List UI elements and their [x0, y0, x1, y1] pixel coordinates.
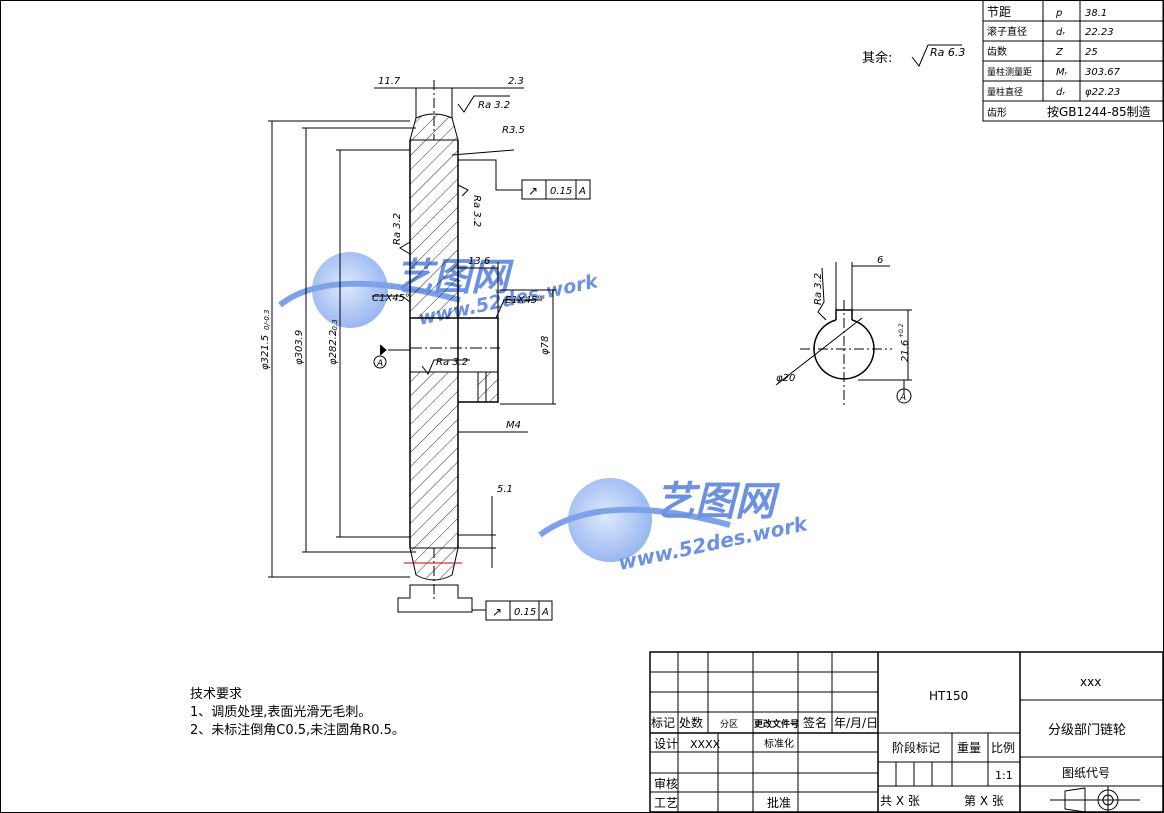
surface-note-ra: Ra 6.3 [930, 46, 965, 59]
param-value: 303.67 [1085, 67, 1121, 78]
params-table-text: 节距 p 38.1 滚子直径 dᵣ 22.23 齿数 Z 25 量柱测量距 Mᵣ… [987, 5, 1151, 119]
param-symbol: p [1055, 8, 1062, 19]
rev-header: 分区 [720, 719, 738, 730]
watermark-brand: 艺图网 [655, 479, 781, 525]
approve-label: 批准 [767, 795, 791, 810]
drawing-number-label: 图纸代号 [1062, 766, 1110, 780]
dim-hub-length: 13.6 [468, 256, 490, 267]
params-table [982, 0, 1164, 122]
tech-req-item: 2、未标注倒角C0.5,未注圆角R0.5。 [190, 723, 405, 738]
review-label: 审核 [654, 776, 678, 791]
param-name: 量柱测量距 [987, 66, 1032, 78]
rev-header: 处数 [679, 715, 703, 730]
sprocket-section-view [268, 80, 556, 613]
param-symbol: dᵣ [1056, 27, 1065, 38]
tolerance-symbol: ↗ [492, 605, 502, 619]
weight-label: 重量 [957, 741, 981, 755]
param-value: 22.23 [1085, 27, 1114, 38]
roughness-label: Ra 3.2 [813, 273, 824, 305]
sheet-number: 第 X 张 [964, 794, 1004, 808]
dim-key-depth: 21.6 [900, 340, 911, 362]
keyway-detail-text: 6 Ra 3.2 21.6 +0.2 φ20 A [776, 255, 912, 404]
dim-top-width: 11.7 [378, 76, 401, 87]
tolerance-value: 0.15 [550, 186, 572, 197]
datum-label: A [899, 393, 906, 403]
keyway-detail-view [775, 262, 912, 405]
dim-key-width: 6 [877, 255, 883, 266]
dim-bore-diameter: φ78 [540, 336, 551, 355]
title-block-text: 标记 处数 分区 更改文件号 签名 年/月/日 设计 XXXX 标准化 审核 工… [651, 675, 1126, 810]
tech-req-item: 1、调质处理,表面光滑无毛刺。 [190, 705, 372, 720]
roughness-label: Ra 3.2 [392, 213, 403, 245]
scale-value: 1:1 [995, 769, 1013, 782]
roughness-label: Ra 3.2 [436, 357, 468, 368]
rev-header: 签名 [803, 715, 827, 730]
technical-requirements: 技术要求 1、调质处理,表面光滑无毛刺。 2、未标注倒角C0.5,未注圆角R0.… [190, 686, 405, 740]
tech-req-title: 技术要求 [190, 687, 243, 702]
dim-chamfer-1: C1X45° [372, 293, 410, 304]
dim-thread: M4 [506, 420, 521, 431]
design-label: 设计 [654, 737, 678, 751]
tolerance-value: 0.15 [514, 607, 536, 618]
roughness-label: Ra 3.2 [478, 100, 510, 111]
datum-label: A [376, 359, 383, 369]
projection-symbol-icon [1050, 786, 1140, 813]
tolerance-frame-top: ↗ 0.15 A [521, 179, 591, 200]
dim-key-depth-tol: +0.2 [898, 323, 905, 338]
sheets-total: 共 X 张 [880, 794, 920, 808]
tolerance-frame-bottom: ↗ 0.15 A [485, 600, 553, 621]
surface-note-label: 其余: [862, 50, 892, 66]
dim-root-diameter: φ282.2 [328, 330, 339, 365]
param-name: 节距 [987, 5, 1011, 19]
dim-pitch-diameter: φ303.9 [294, 330, 305, 365]
dim-outer-tol: 0/-0.3 [263, 310, 271, 330]
standardization-label: 标准化 [764, 737, 794, 750]
surface-note: 其余: Ra 6.3 [862, 44, 965, 67]
process-label: 工艺 [654, 796, 678, 810]
watermark-2: 艺图网 www.52des.work [538, 478, 811, 575]
param-symbol: Z [1055, 47, 1064, 58]
roughness-label: Ra 3.2 [471, 195, 482, 227]
dim-outer-diameter: φ321.5 [260, 335, 271, 370]
param-name: 量柱直径 [987, 86, 1023, 98]
param-name: 齿形 [987, 107, 1007, 119]
designer-name: XXXX [690, 738, 721, 751]
dim-top-gap: 2.3 [508, 76, 524, 87]
rev-header: 年/月/日 [834, 716, 878, 730]
material: HT150 [929, 689, 968, 703]
stage-label: 阶段标记 [892, 740, 940, 755]
param-value: 按GB1244-85制造 [1047, 105, 1151, 119]
param-value: 25 [1085, 47, 1098, 58]
dim-root-tol: -0.3 [331, 319, 339, 333]
param-value: φ22.23 [1085, 87, 1120, 98]
part-name: 分级部门链轮 [1048, 723, 1126, 738]
tolerance-datum: A [541, 607, 549, 618]
dim-offset: 5.1 [497, 484, 513, 495]
rev-header: 更改文件号 [754, 718, 799, 730]
param-symbol: Mᵣ [1056, 67, 1068, 78]
dim-radius: R3.5 [502, 125, 525, 136]
title-block [649, 651, 1164, 813]
param-name: 滚子直径 [987, 25, 1027, 38]
param-value: 38.1 [1085, 8, 1107, 19]
scale-label: 比例 [991, 741, 1015, 755]
tolerance-symbol: ↗ [528, 184, 538, 198]
company-name: xxx [1080, 675, 1101, 689]
section-dimensions-text: φ321.5 0/-0.3 φ303.9 φ282.2 -0.3 11.7 2.… [260, 76, 551, 495]
dim-chamfer-2: E1X45° [505, 295, 542, 306]
dim-shaft-diameter: φ20 [776, 373, 795, 384]
rev-header: 标记 [651, 716, 675, 730]
param-name: 齿数 [987, 45, 1007, 58]
tolerance-datum: A [578, 186, 586, 197]
param-symbol: dᵣ [1056, 87, 1065, 98]
